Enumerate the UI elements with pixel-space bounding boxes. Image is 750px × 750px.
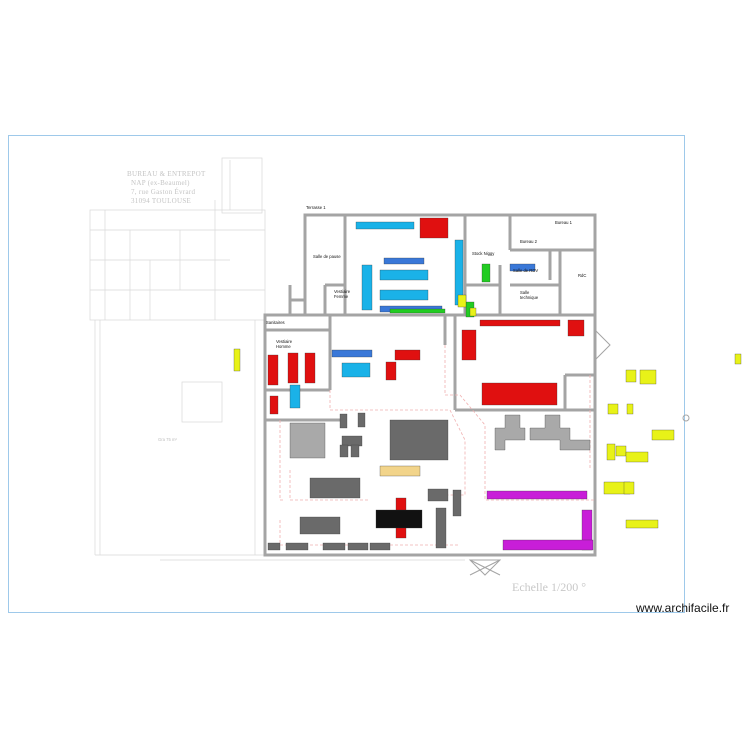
room-salle-technique: Salle technique (520, 290, 539, 300)
watermark-link[interactable]: www.archifacile.fr (636, 601, 730, 615)
room-vestiaire-homme: Vestiaire Homme (276, 339, 293, 349)
room-bureau-2: Bureau 2 (520, 239, 537, 244)
equipment (233, 217, 742, 551)
room-stock-niggy: Stock Niggy (472, 251, 495, 256)
room-salle-de-rdv: Salle de RDV (513, 268, 539, 273)
company-line-4: 31094 TOULOUSE (131, 197, 192, 205)
company-line-3: 7, rue Gaston Évrard (131, 188, 196, 196)
room-vestiaire-femme: Vestiaire Femme (334, 289, 351, 299)
company-line-2: NAP (ex-Beaumel) (131, 179, 190, 187)
room-sanitaires: Sanitaires (266, 320, 285, 325)
drawing-frame (8, 135, 685, 613)
scale-label: Echelle 1/200 ° (512, 580, 587, 594)
area-label: Gra 75 m² (158, 437, 177, 442)
company-line-1: BUREAU & ENTREPOT (127, 170, 206, 178)
room-rdc: RdC (578, 273, 587, 278)
walls (263, 213, 597, 557)
room-salle-de-pause: Salle de pause (313, 254, 341, 259)
room-terrasse: Terrasse 1 (306, 205, 326, 210)
doors (468, 328, 690, 576)
room-bureau-1: Bureau 1 (555, 220, 572, 225)
ghost-building-lines (89, 157, 465, 561)
